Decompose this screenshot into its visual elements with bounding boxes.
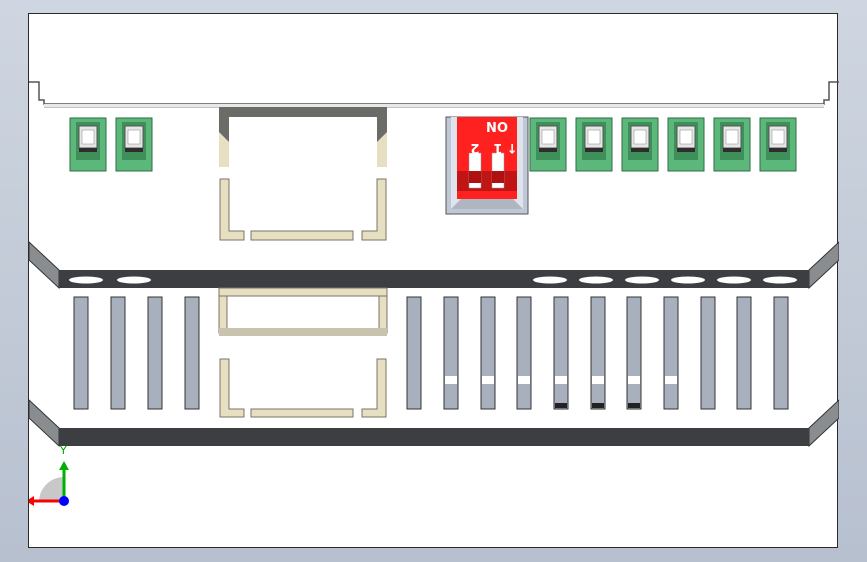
terminal-block-icon: [621, 117, 659, 172]
rail-hole: [117, 276, 151, 284]
vent-slot: [147, 296, 163, 410]
vent-slots: [73, 296, 789, 410]
dip-switch-2-label: 2: [470, 140, 479, 155]
rail-hole: [625, 276, 659, 284]
terminal-row-left: [69, 117, 153, 172]
dip-on-label: ON: [486, 118, 508, 133]
top-cover-edge: [29, 81, 839, 108]
vent-slot: [516, 296, 532, 410]
rail-hole: [717, 276, 751, 284]
vent-slot: [773, 296, 789, 410]
rail-hole: [69, 276, 103, 284]
upper-rail: [59, 270, 809, 288]
dip-arrow-label: ↑: [507, 140, 518, 155]
terminal-block-icon: [759, 117, 797, 172]
terminal-block-icon: [529, 117, 567, 172]
rail-hole: [533, 276, 567, 284]
coordinate-triad-icon: Y X: [29, 444, 69, 506]
vent-slot: [736, 296, 752, 410]
vent-slot: [626, 296, 642, 410]
vent-slot: [480, 296, 496, 410]
axis-y-label: Y: [59, 444, 67, 457]
cad-viewport[interactable]: ON ↑ 1 2: [28, 13, 839, 549]
terminal-block-icon: [713, 117, 751, 172]
rail-hole: [579, 276, 613, 284]
terminal-block-icon: [115, 117, 153, 172]
dip-switch[interactable]: ON ↑ 1 2: [445, 116, 529, 215]
dip-switch-1-label: 1: [493, 140, 502, 155]
vent-slot: [184, 296, 200, 410]
lower-rail: [59, 428, 809, 446]
vent-slot: [553, 296, 569, 410]
cad-model-front-view[interactable]: ON ↑ 1 2: [29, 14, 839, 549]
terminal-block-icon: [69, 117, 107, 172]
vent-slot: [443, 296, 459, 410]
terminal-block-icon: [667, 117, 705, 172]
terminal-block-icon: [575, 117, 613, 172]
connector-housing-lower: [218, 287, 388, 418]
vent-slot: [700, 296, 716, 410]
vent-slot: [406, 296, 422, 410]
vent-slot: [590, 296, 606, 410]
terminal-row-right: [529, 117, 797, 172]
vent-slot: [73, 296, 89, 410]
connector-housing-upper: [219, 107, 387, 241]
vent-slot: [110, 296, 126, 410]
rail-hole: [763, 276, 797, 284]
vent-slot: [663, 296, 679, 410]
rail-hole: [671, 276, 705, 284]
